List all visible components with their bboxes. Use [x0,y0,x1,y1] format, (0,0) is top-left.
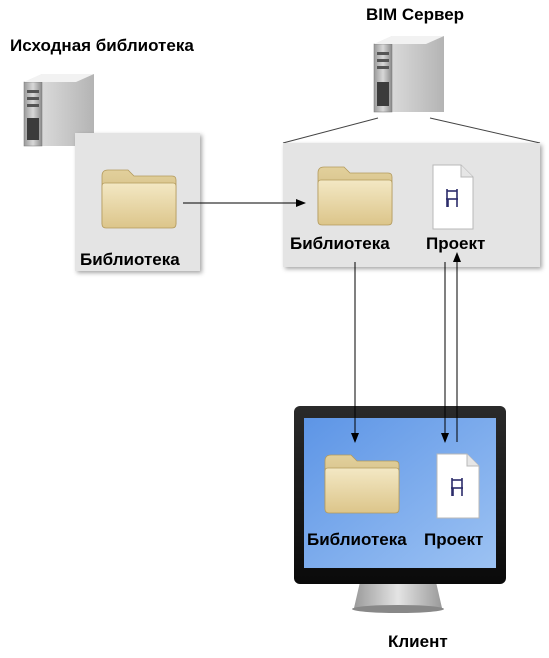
client-title: Клиент [388,632,448,651]
client-project-label: Проект [424,530,484,549]
client-folder-icon [324,454,400,514]
source-library-label: Библиотека [80,250,180,269]
server-chair-icon [446,189,458,207]
client-monitor-icon [294,406,506,613]
server-document-icon [432,164,474,230]
client-library-label: Библиотека [307,530,407,549]
server-folder-icon [317,166,393,226]
source-folder-icon [101,169,177,229]
source-server-tower-icon [23,74,94,147]
client-document-icon [436,453,480,519]
server-title: BIM Сервер [366,5,465,24]
arrows [183,199,461,443]
server-project-label: Проект [426,234,486,253]
server-connector-lines [282,117,541,144]
client-chair-icon [451,478,463,496]
server-library-label: Библиотека [290,234,390,253]
bim-server-tower-icon [373,36,444,113]
source-title: Исходная библиотека [10,36,194,55]
